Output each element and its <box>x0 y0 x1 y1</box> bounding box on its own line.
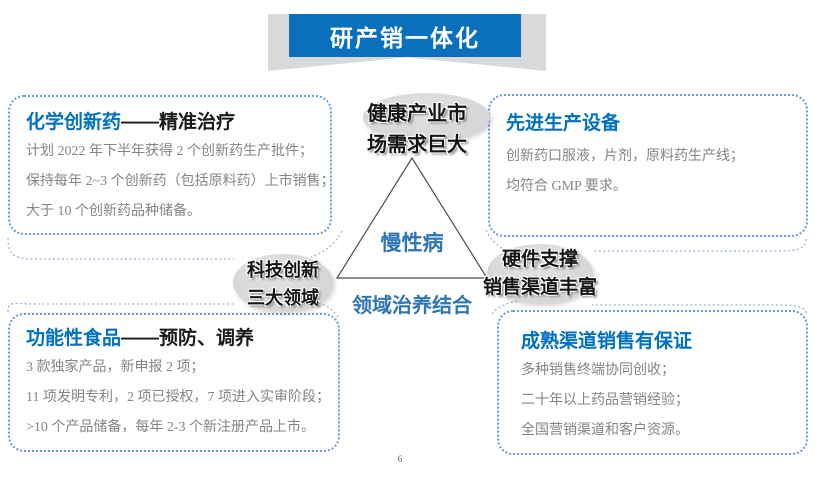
bubble-market-demand <box>363 93 490 141</box>
card-title-highlight: 先进生产设备 <box>506 113 621 134</box>
triangle-label: 慢性病 <box>380 232 444 255</box>
banner-title: 研产销一体化 <box>330 24 480 51</box>
card-chemical-innovation: 化学创新药——精准治疗 计划 2022 年下半年获得 2 个创新药生产批件； 保… <box>8 95 335 235</box>
bubble-hardware-support-label: 硬件支撑 销售渠道丰富 <box>477 246 603 302</box>
card-body-line: 3 款独家产品，新申报 2 项； <box>26 360 205 375</box>
bubble-label-line: 健康产业市 <box>367 103 467 125</box>
card-title: 成熟渠道销售有保证 <box>521 326 790 353</box>
card-title-rest: ——精准治疗 <box>121 112 236 133</box>
card-body-line: 均符合 GMP 要求。 <box>506 179 627 194</box>
card-title: 功能性食品——预防、调养 <box>26 323 322 350</box>
connector-topright-to-rightbubble <box>592 238 807 252</box>
bubble-label-line: 硬件支撑 <box>501 249 578 270</box>
card-body-line: 大于 10 个创新药品种储备。 <box>26 204 201 219</box>
card-title-rest: ——预防、调养 <box>121 328 255 349</box>
card-title-highlight: 成熟渠道销售有保证 <box>521 331 693 352</box>
banner-title-bar: 研产销一体化 <box>289 14 521 57</box>
bubble-label-line: 场需求巨大 <box>367 134 467 156</box>
bubble-market-demand-label: 健康产业市 场需求巨大 <box>337 99 497 161</box>
triangle-shape <box>335 156 489 279</box>
bubble-tech-innovation <box>233 254 333 311</box>
card-body-line: >10 个产品储备，每年 2-3 个新注册产品上市。 <box>26 420 316 435</box>
bubble-label-line: 三大领域 <box>247 288 319 308</box>
card-title: 先进生产设备 <box>506 108 790 135</box>
card-body-line: 保持每年 2~3 个创新药（包括原料药）上市销售； <box>26 174 335 189</box>
card-title: 化学创新药——精准治疗 <box>26 107 314 134</box>
card-functional-food: 功能性食品——预防、调养 3 款独家产品，新申报 2 项； 11 项发明专利，2… <box>8 313 340 452</box>
card-title-highlight: 功能性食品 <box>26 328 122 349</box>
connector-bottomleft-to-leftbubble <box>7 302 234 313</box>
card-body-line: 计划 2022 年下半年获得 2 个创新药生产批件； <box>26 144 313 159</box>
card-body-line: 多种销售终端协同创收； <box>521 363 675 378</box>
below-triangle-label: 领域治养结合 <box>352 295 472 317</box>
page-number: 6 <box>397 454 403 464</box>
connector-topleft-to-leftbubble <box>7 237 234 260</box>
bubble-label-line: 销售渠道丰富 <box>482 277 597 298</box>
card-body-line: 二十年以上药品营销经验； <box>521 393 689 408</box>
card-title-highlight: 化学创新药 <box>26 112 122 133</box>
card-body-line: 11 项发明专利，2 项已授权，7 项进入实审阶段； <box>26 390 330 405</box>
card-body-line: 创新药口服液，片剂，原料药生产线； <box>506 149 744 164</box>
bubble-tech-innovation-label: 科技创新 三大领域 <box>223 256 343 312</box>
bubble-label-line: 科技创新 <box>247 260 319 280</box>
bubble-hardware-support <box>487 244 593 303</box>
card-production-equipment: 先进生产设备 创新药口服液，片剂，原料药生产线； 均符合 GMP 要求。 <box>488 94 808 237</box>
card-sales-channels: 成熟渠道销售有保证 多种销售终端协同创收； 二十年以上药品营销经验； 全国营销渠… <box>497 310 808 455</box>
card-body-line: 全国营销渠道和客户资源。 <box>521 423 689 438</box>
